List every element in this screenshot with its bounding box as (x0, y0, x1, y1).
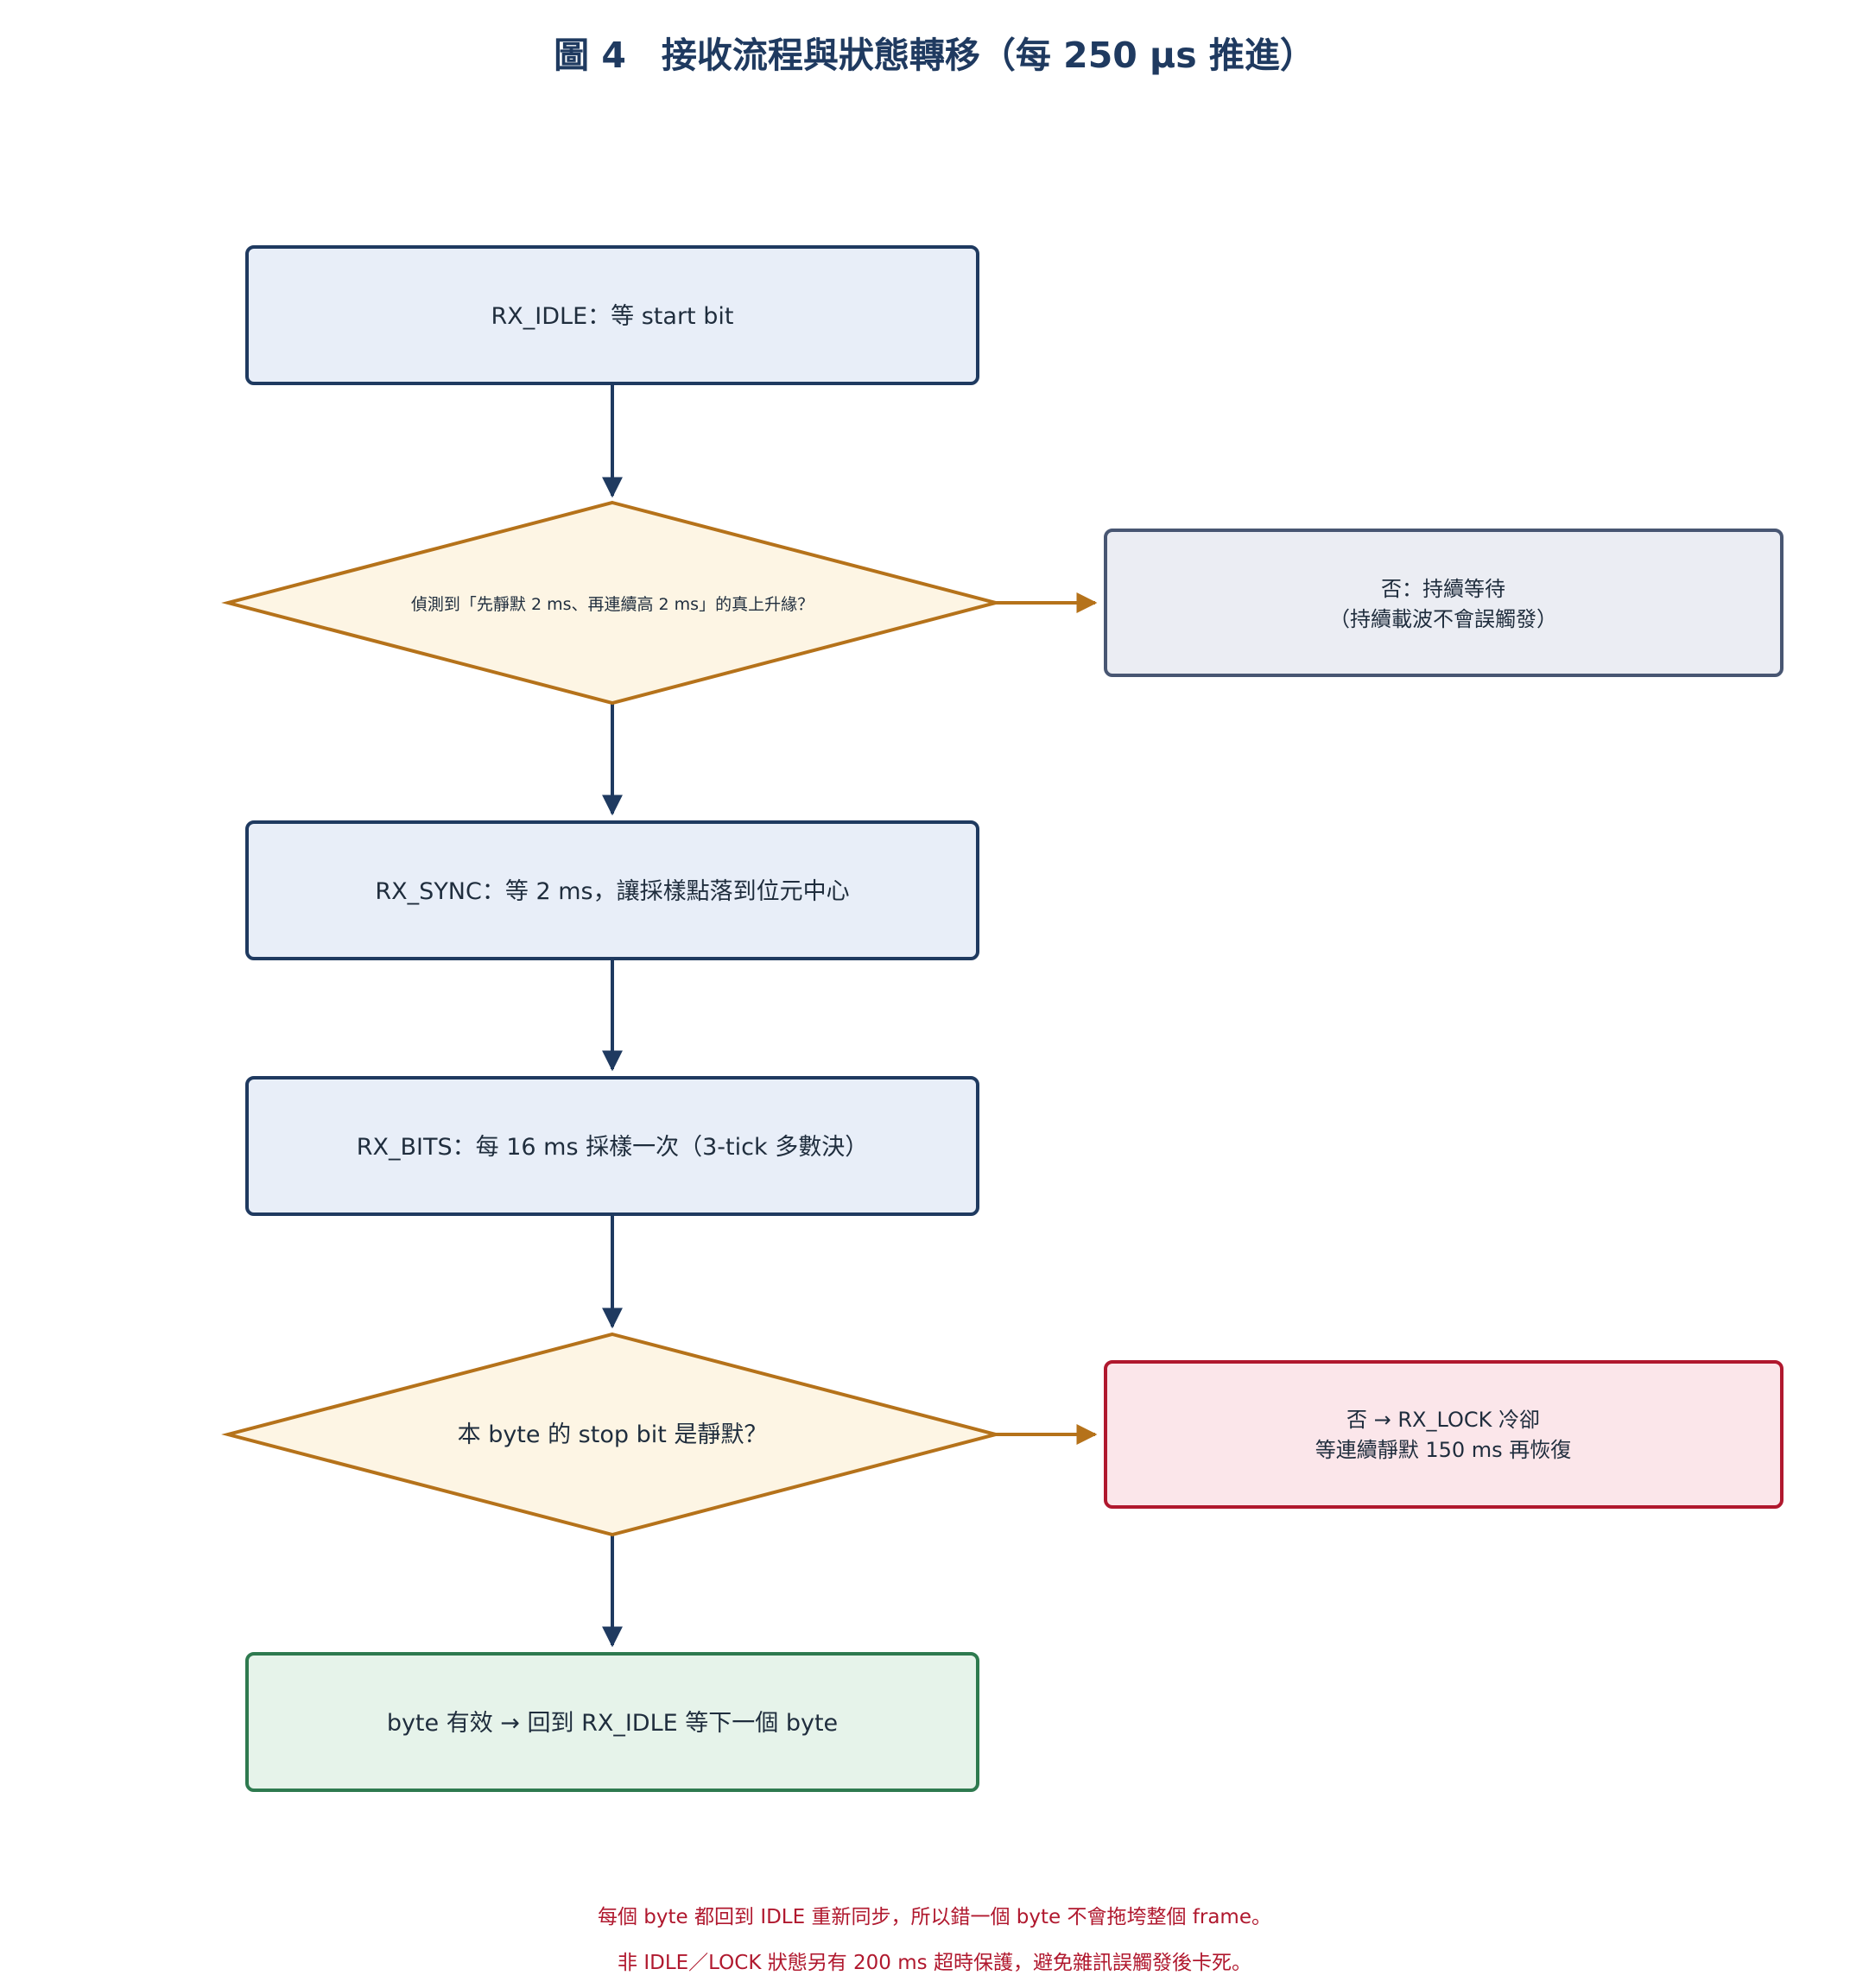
decision-stop-label: 本 byte 的 stop bit 是靜默？ (458, 1421, 768, 1448)
valid-label: byte 有效 → 回到 RX_IDLE 等下一個 byte (387, 1710, 838, 1737)
decision-true-rising-edge: 偵測到「先靜默 2 ms、再連續高 2 ms」的真上升緣？ (221, 500, 1003, 706)
lock-label-line2: 等連續靜默 150 ms 再恢復 (1315, 1438, 1572, 1462)
lock-label-line1: 否 → RX_LOCK 冷卻 (1346, 1408, 1540, 1432)
rx-idle-state: RX_IDLE：等 start bit (245, 245, 979, 385)
rx-lock-state: 否 → RX_LOCK 冷卻 等連續靜默 150 ms 再恢復 (1104, 1360, 1783, 1509)
rx-idle-label: RX_IDLE：等 start bit (491, 303, 734, 330)
wait-label-line1: 否：持續等待 (1381, 577, 1505, 601)
wait-label-line2: （持續載波不會誤觸發） (1329, 607, 1557, 631)
decision-stop-bit: 本 byte 的 stop bit 是靜默？ (221, 1332, 1003, 1537)
diagram-title: 圖 4 接收流程與狀態轉移（每 250 µs 推進） (554, 35, 1315, 76)
rx-sync-state: RX_SYNC：等 2 ms，讓採樣點落到位元中心 (245, 820, 979, 960)
decision-sync-label: 偵測到「先靜默 2 ms、再連續高 2 ms」的真上升緣？ (411, 595, 814, 614)
rx-sync-label: RX_SYNC：等 2 ms，讓採樣點落到位元中心 (375, 878, 849, 905)
footnote-2: 非 IDLE／LOCK 狀態另有 200 ms 超時保護，避免雜訊誤觸發後卡死。 (618, 1952, 1251, 1974)
byte-valid-state: byte 有效 → 回到 RX_IDLE 等下一個 byte (245, 1652, 979, 1792)
rx-bits-label: RX_BITS：每 16 ms 採樣一次（3-tick 多數決） (357, 1134, 868, 1161)
wait-state: 否：持續等待 （持續載波不會誤觸發） (1104, 529, 1783, 677)
rx-bits-state: RX_BITS：每 16 ms 採樣一次（3-tick 多數決） (245, 1076, 979, 1216)
footnote-1: 每個 byte 都回到 IDLE 重新同步，所以錯一個 byte 不會拖垮整個 … (598, 1906, 1271, 1928)
